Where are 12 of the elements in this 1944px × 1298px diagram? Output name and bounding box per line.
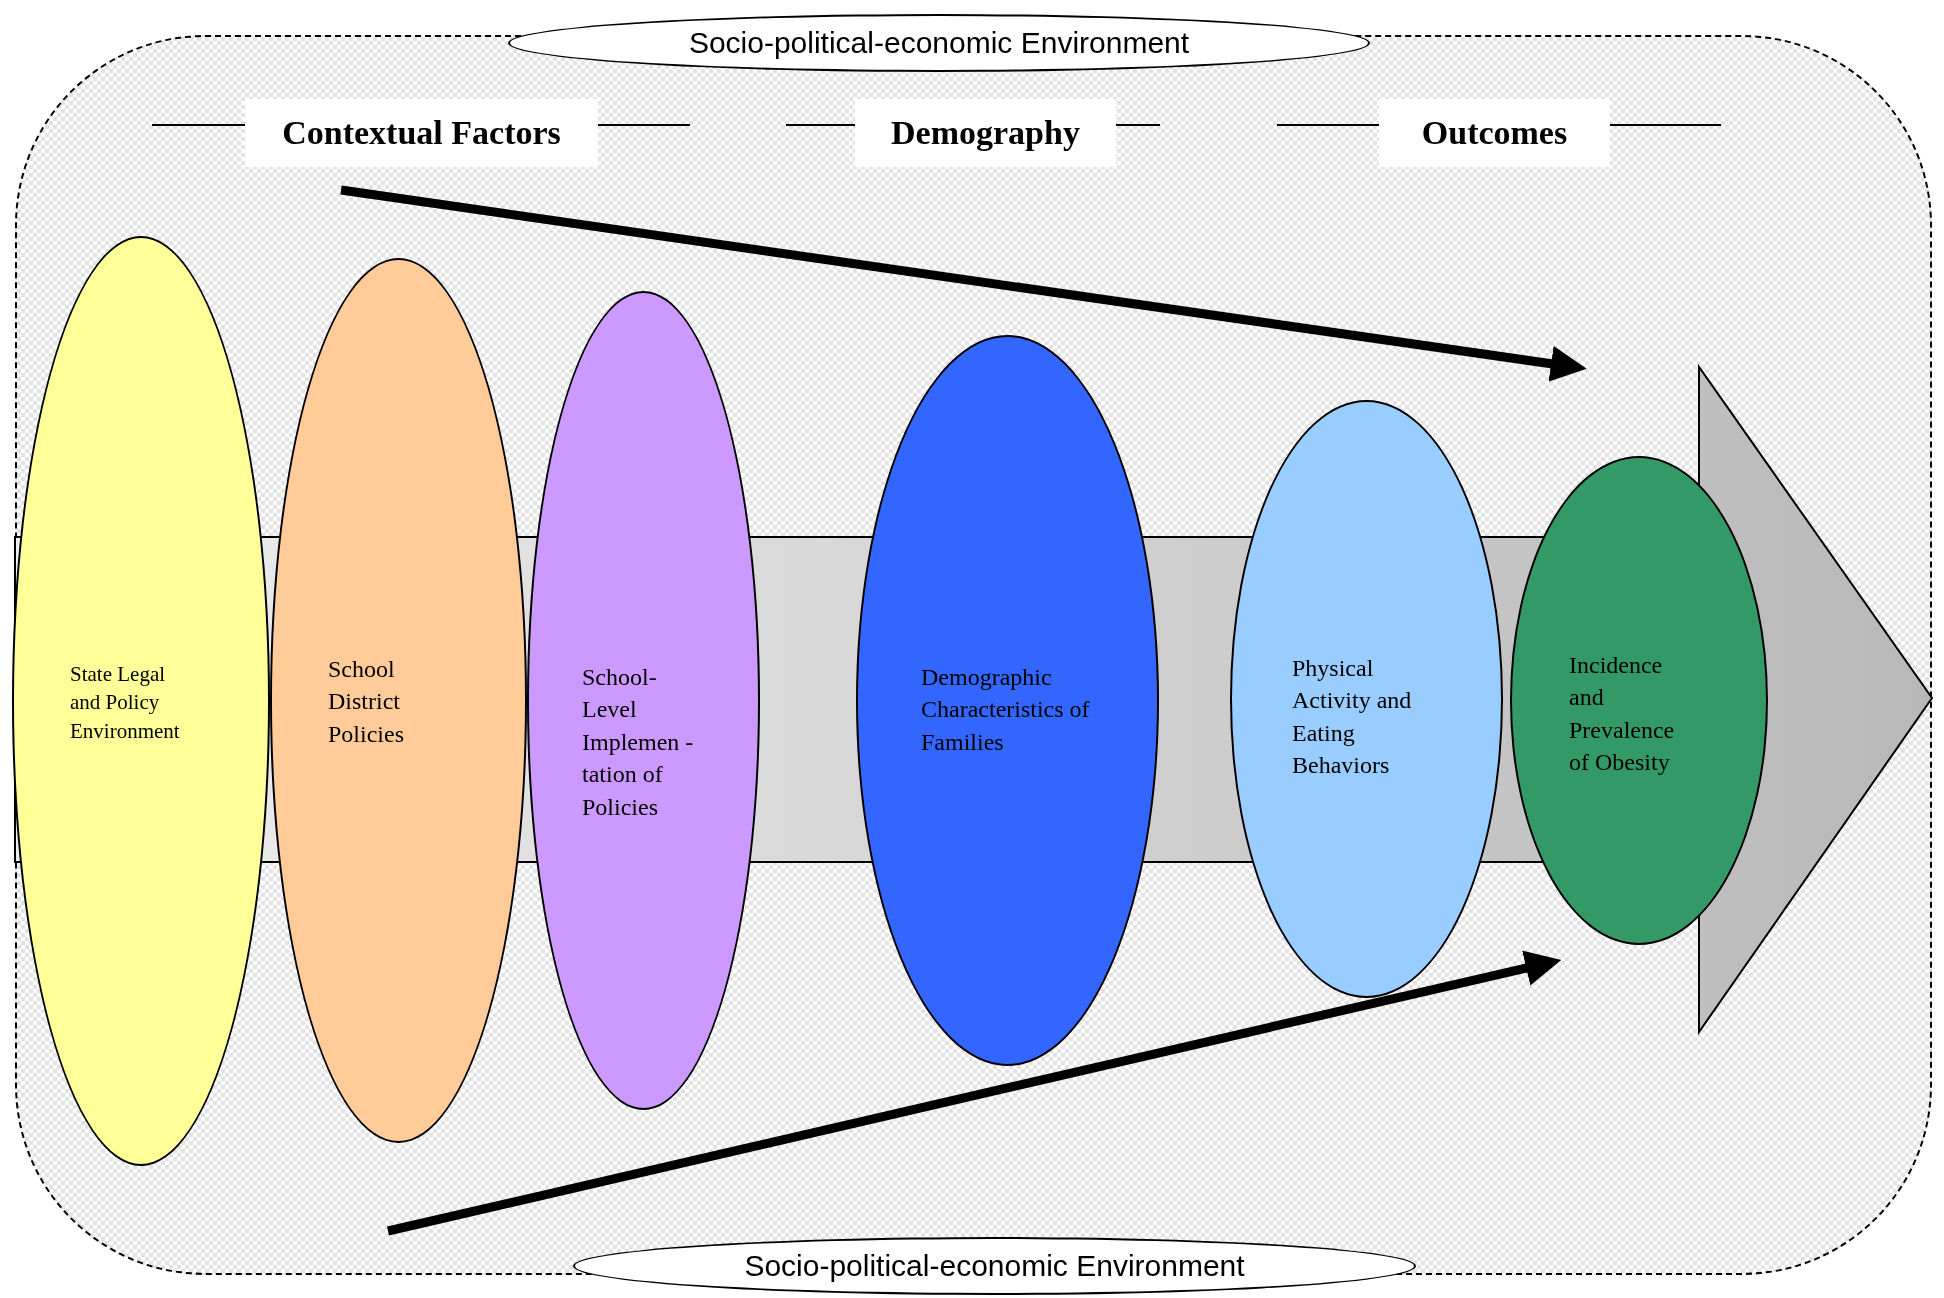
ellipse-label: Demographic Characteristics of Families (921, 663, 1091, 758)
column-heading: Outcomes (1379, 99, 1610, 167)
ellipse-label: School District Policies (328, 655, 405, 750)
ellipse-label: School-Level Implemen -tation of Policies (582, 663, 694, 822)
ellipse-label: Incidence and Prevalence of Obesity (1569, 651, 1676, 778)
ellipse-label: Physical Activity and Eating Behaviors (1292, 654, 1413, 781)
column-heading: Demography (855, 99, 1116, 167)
column-heading: Contextual Factors (245, 99, 598, 167)
ellipse-label: Socio-political-economic Environment (744, 1249, 1245, 1283)
ellipse-label: State Legal and Policy Environment (70, 661, 181, 746)
environment-ellipse (508, 14, 1370, 72)
ellipse-label: Socio-political-economic Environment (688, 26, 1190, 60)
